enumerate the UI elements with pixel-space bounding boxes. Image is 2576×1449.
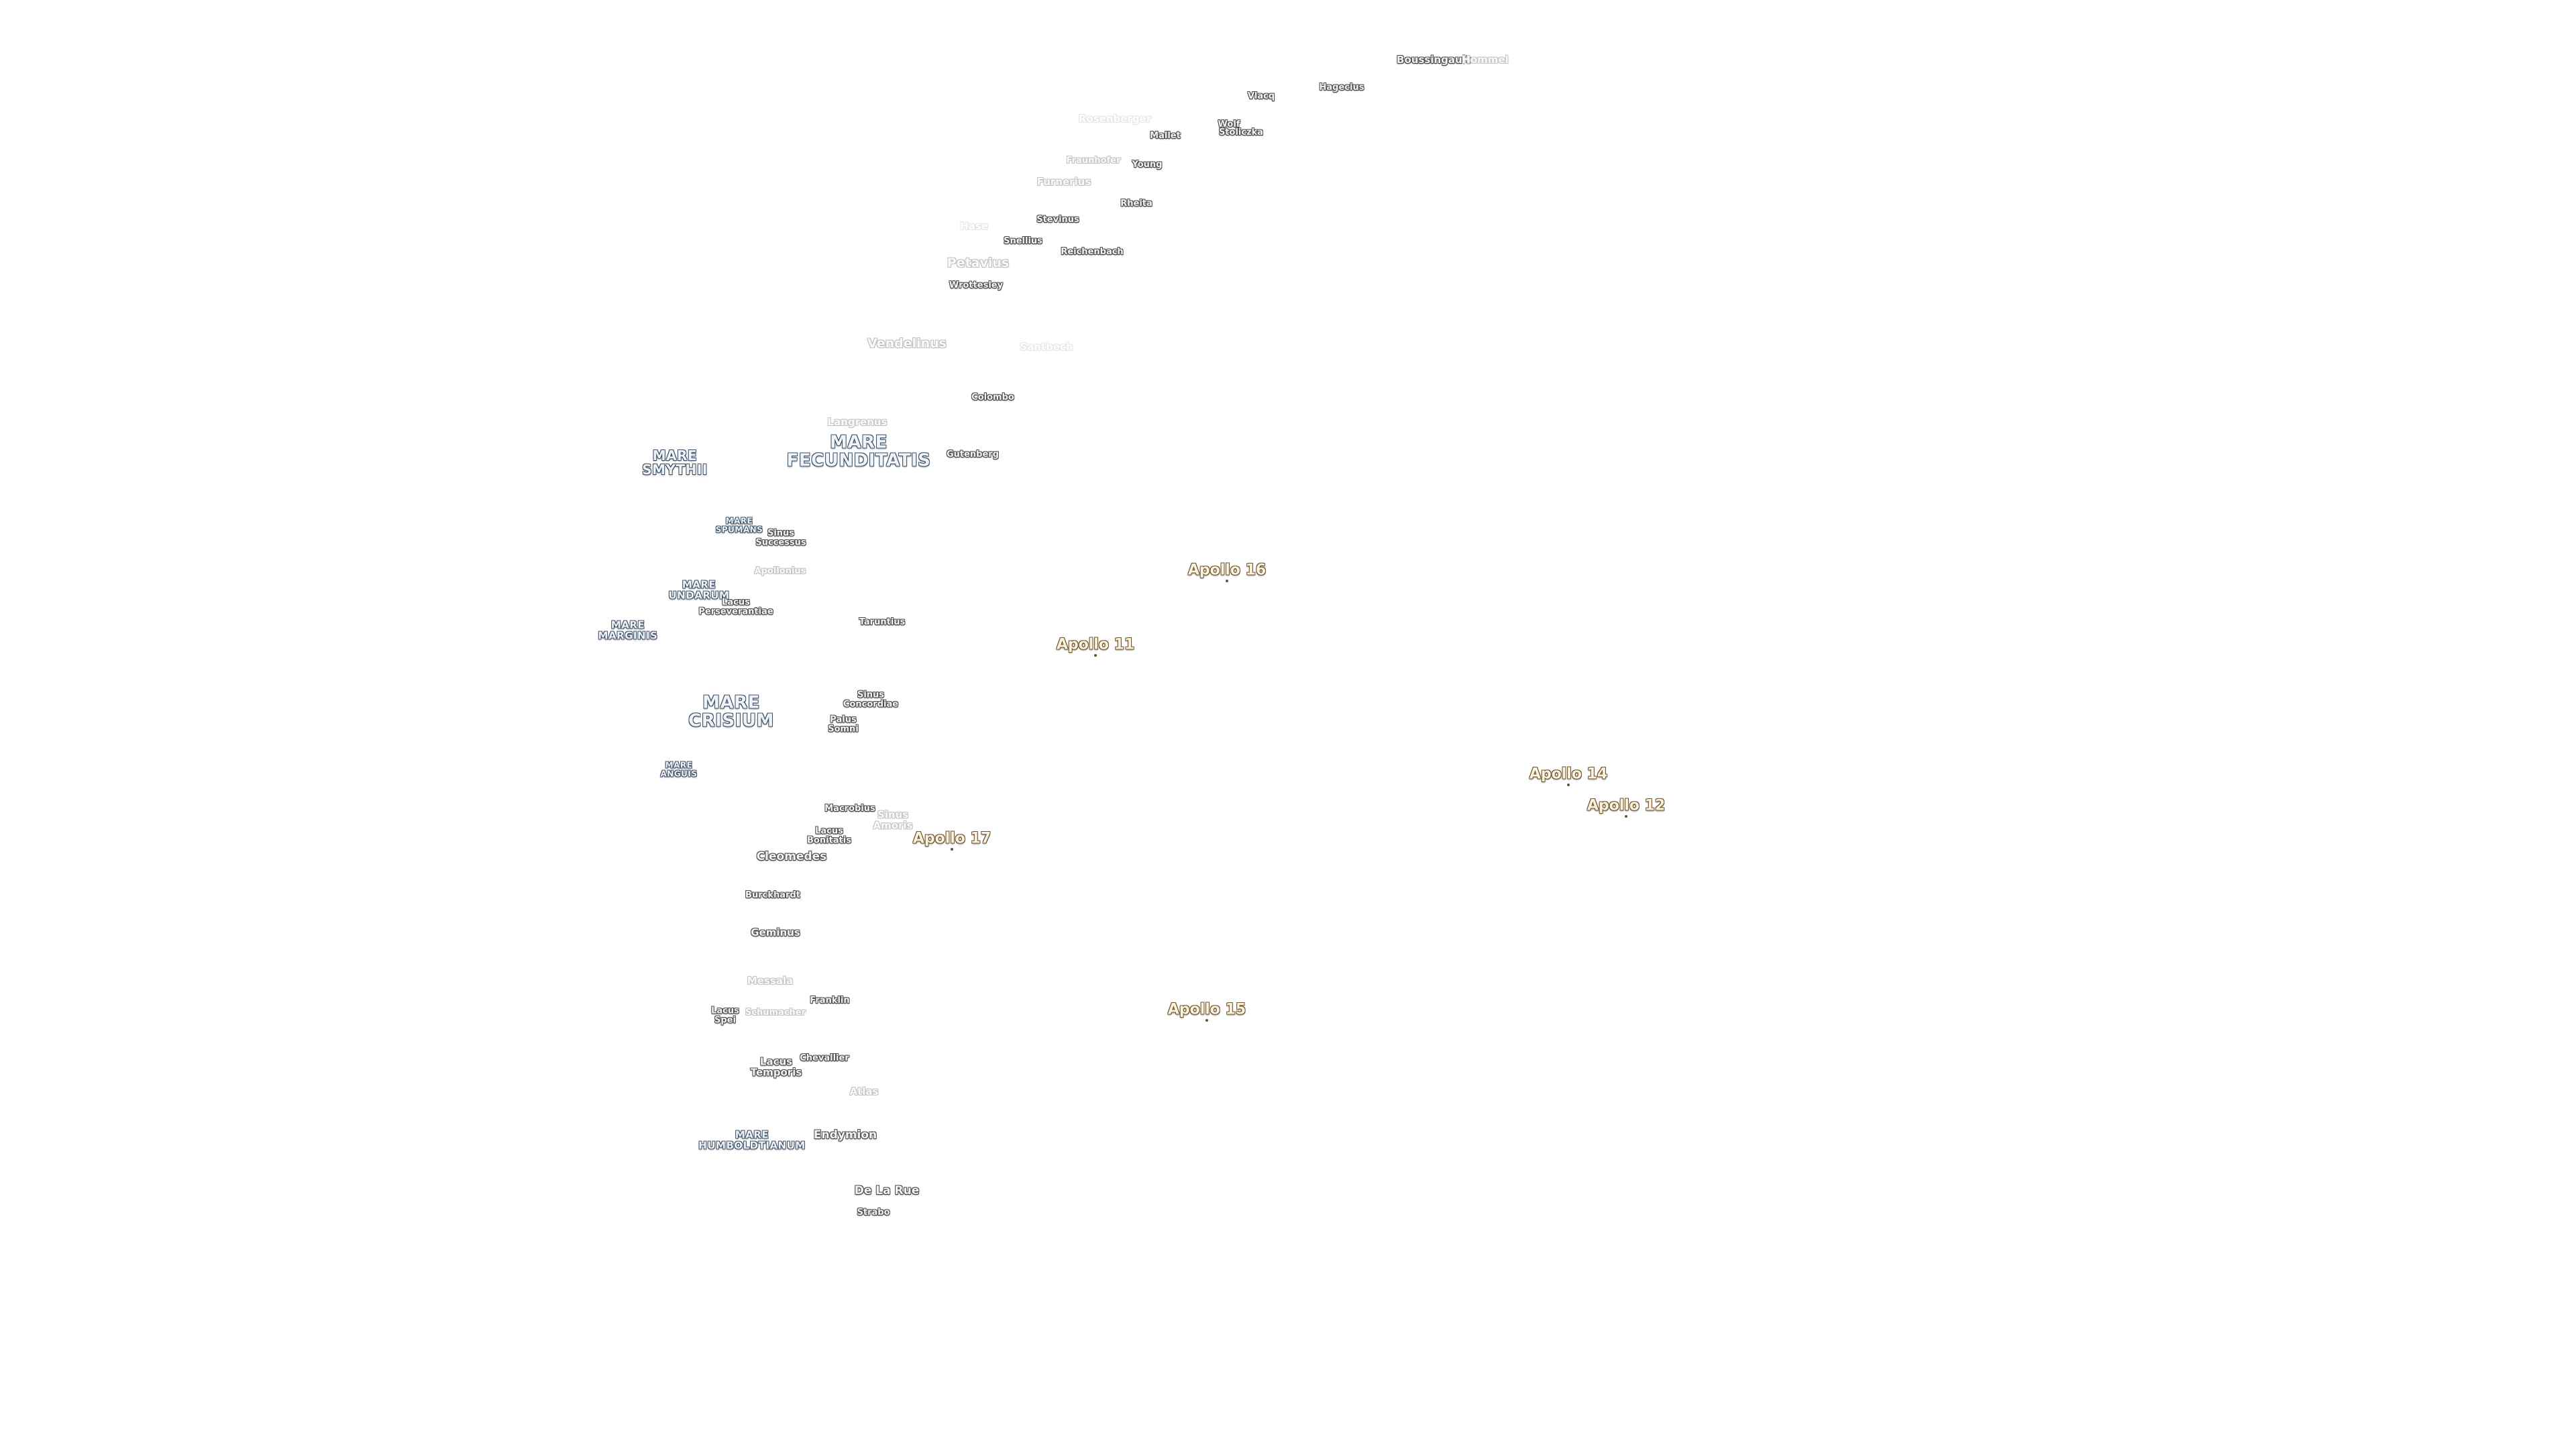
mare-label-mare-smythii[interactable]: MARE SMYTHII: [642, 447, 708, 478]
mare-label-mare-marginis[interactable]: MARE MARGINIS: [598, 619, 658, 641]
crater-label-young[interactable]: Young: [1132, 160, 1163, 170]
crater-label-messala[interactable]: Messala: [747, 975, 794, 987]
crater-label-palus-somni[interactable]: Palus Somni: [828, 714, 859, 734]
crater-label-chevallier[interactable]: Chevallier: [800, 1053, 849, 1064]
landing-site-apollo-15[interactable]: Apollo 15: [1167, 1001, 1246, 1018]
landing-site-marker-icon: [1205, 1019, 1208, 1022]
crater-label-sinus-amoris[interactable]: Sinus Amoris: [873, 808, 913, 831]
crater-label-reichenbach[interactable]: Reichenbach: [1061, 247, 1124, 258]
mare-label-mare-anguis[interactable]: MARE ANGUIS: [660, 760, 698, 778]
crater-label-hase[interactable]: Hase: [960, 220, 988, 233]
landing-site-apollo-11[interactable]: Apollo 11: [1056, 636, 1135, 653]
crater-label-wolf[interactable]: Wolf: [1218, 119, 1240, 130]
mare-label-mare-fecunditatis[interactable]: MARE FECUNDITATIS: [786, 432, 931, 471]
landing-site-marker-icon: [1625, 815, 1627, 818]
crater-label-rosenberger[interactable]: Rosenberger: [1078, 113, 1152, 125]
crater-label-vlacq[interactable]: Vlacq: [1247, 91, 1275, 102]
crater-label-geminus[interactable]: Geminus: [751, 926, 800, 939]
crater-label-apollonius[interactable]: Apollonius: [754, 566, 806, 577]
crater-label-wrottesley[interactable]: Wrottesley: [949, 280, 1004, 291]
crater-label-endymion[interactable]: Endymion: [813, 1128, 877, 1142]
crater-label-sinus-successus[interactable]: Sinus Successus: [755, 528, 806, 547]
landing-site-marker-icon: [1094, 654, 1097, 657]
crater-label-franklin[interactable]: Franklin: [810, 996, 850, 1006]
crater-label-fraunhofer[interactable]: Fraunhofer: [1066, 156, 1121, 166]
crater-label-hagecius[interactable]: Hagecius: [1319, 83, 1364, 93]
crater-label-strabo[interactable]: Strabo: [857, 1208, 890, 1218]
crater-label-gutenberg[interactable]: Gutenberg: [946, 449, 1000, 460]
crater-label-sinus-concordiae[interactable]: Sinus Concordiae: [843, 690, 899, 709]
crater-label-cleomedes[interactable]: Cleomedes: [756, 850, 827, 864]
crater-label-taruntius[interactable]: Taruntius: [859, 617, 906, 628]
crater-label-stoliczka[interactable]: Stoliczka: [1218, 127, 1264, 138]
crater-label-vendelinus[interactable]: Vendelinus: [867, 336, 947, 352]
mare-label-mare-spumans[interactable]: MARE SPUMANS: [715, 516, 763, 534]
landing-site-marker-icon: [1226, 580, 1228, 582]
landing-site-apollo-16[interactable]: Apollo 16: [1187, 561, 1267, 579]
landing-site-apollo-17[interactable]: Apollo 17: [912, 830, 991, 847]
crater-label-colombo[interactable]: Colombo: [971, 392, 1014, 403]
crater-label-furnerius[interactable]: Furnerius: [1036, 176, 1091, 189]
crater-label-macrobius[interactable]: Macrobius: [824, 804, 875, 814]
crater-label-langrenus[interactable]: Langrenus: [827, 416, 888, 429]
crater-label-lacus-bonitatis[interactable]: Lacus Bonitatis: [807, 826, 851, 845]
landing-site-marker-icon: [1567, 784, 1570, 786]
crater-label-santbech[interactable]: Santbech: [1020, 341, 1073, 354]
crater-label-hommel[interactable]: Hommel: [1462, 54, 1509, 66]
crater-label-boussingault[interactable]: Boussingault: [1397, 54, 1470, 66]
crater-label-atlas[interactable]: Atlas: [849, 1085, 879, 1098]
crater-label-lacus-perseverantiae[interactable]: Lacus Perseverantiae: [698, 597, 773, 616]
crater-label-stevinus[interactable]: Stevinus: [1036, 215, 1079, 225]
mare-label-mare-humboldtianum[interactable]: MARE HUMBOLDTIANUM: [698, 1128, 806, 1151]
crater-label-petavius[interactable]: Petavius: [947, 256, 1010, 271]
landing-site-apollo-12[interactable]: Apollo 12: [1587, 797, 1666, 814]
landing-site-apollo-14[interactable]: Apollo 14: [1529, 765, 1608, 783]
landing-site-marker-icon: [951, 848, 953, 851]
crater-label-lacus-spei[interactable]: Lacus Spei: [711, 1006, 739, 1025]
mare-label-mare-undarum[interactable]: MARE UNDARUM: [668, 578, 730, 601]
crater-label-lacus-temporis[interactable]: Lacus Temporis: [750, 1055, 802, 1078]
crater-label-burckhardt[interactable]: Burckhardt: [745, 890, 800, 901]
crater-label-rheita[interactable]: Rheita: [1120, 199, 1152, 209]
mare-label-mare-crisium[interactable]: MARE CRISIUM: [688, 692, 774, 731]
crater-label-snellius[interactable]: Snellius: [1004, 236, 1042, 247]
crater-label-schumacher[interactable]: Schumacher: [745, 1008, 806, 1018]
crater-label-mallet[interactable]: Mallet: [1150, 131, 1181, 142]
crater-label-de-la-rue[interactable]: De La Rue: [854, 1184, 920, 1198]
